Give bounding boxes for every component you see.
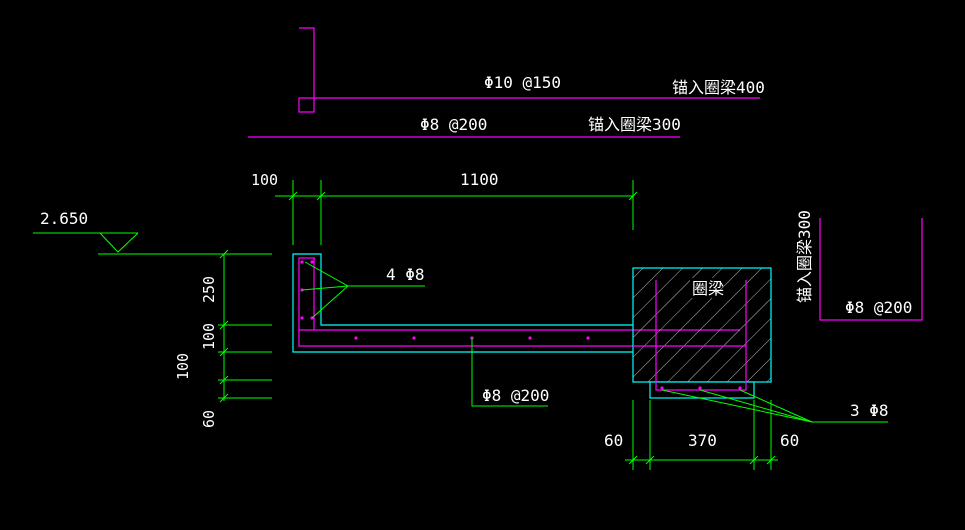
slab-rebar (298, 257, 633, 347)
bottom-anchor-label: 锚入圈梁300 (588, 115, 681, 134)
right-anchor-label: 锚入圈梁300 (795, 210, 814, 303)
dim-top-left: 100 (251, 171, 278, 189)
dim-top-main: 1100 (460, 170, 499, 189)
slab-bars-leader (471, 338, 548, 407)
beam-bars-label: 3 Φ8 (850, 401, 889, 420)
top-dimensions (275, 180, 638, 245)
level-triangle-icon (99, 232, 139, 253)
beam-bars-callout (661, 389, 888, 423)
beam-name: 圈梁 (692, 279, 724, 298)
right-bar-line (819, 218, 923, 321)
slab-outline (292, 253, 633, 353)
top-rebar-notes: Φ10 @150 锚入圈梁400 Φ8 @200 锚入圈梁300 (248, 27, 765, 138)
dim-left-100a: 100 (200, 323, 218, 350)
ring-beam: 圈梁 (632, 267, 772, 399)
level-mark: 2.650 (33, 209, 272, 255)
edge-bars-label: 4 Φ8 (386, 265, 425, 284)
dim-bottom-60a: 60 (604, 431, 623, 450)
right-bar-label: Φ8 @200 (845, 298, 912, 317)
dim-bottom-370: 370 (688, 431, 717, 450)
slab-bars-label: Φ8 @200 (482, 386, 549, 405)
right-anchor-detail: 锚入圈梁300 Φ8 @200 (795, 210, 923, 321)
slab-bar-dots (300, 260, 590, 340)
beam-bar-dots (660, 386, 742, 390)
level-value: 2.650 (40, 209, 88, 228)
edge-bars-callout (301, 261, 425, 319)
dim-left-250: 250 (200, 276, 218, 303)
top-anchor-label: 锚入圈梁400 (672, 78, 765, 97)
top-bar-line (298, 27, 760, 113)
dim-left-100b: 100 (174, 353, 192, 380)
dim-left-60: 60 (200, 410, 218, 428)
bottom-bar-label: Φ8 @200 (420, 115, 487, 134)
left-dimensions (218, 249, 272, 403)
dim-bottom-60b: 60 (780, 431, 799, 450)
bottom-dimensions (625, 400, 778, 470)
top-bar-label: Φ10 @150 (484, 73, 561, 92)
beam-name-bg (690, 278, 716, 298)
